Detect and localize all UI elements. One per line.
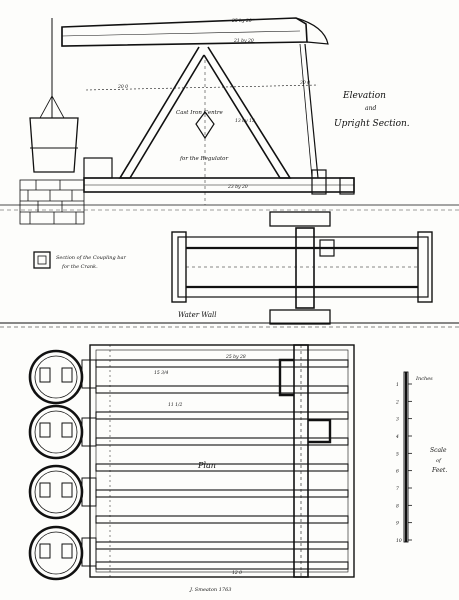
dim-beam-end: 21 by 20	[233, 38, 254, 44]
plan-cross-beams	[95, 359, 349, 570]
scale-tick-label: 6	[396, 469, 399, 475]
scale-tick-label: 2	[395, 399, 399, 405]
brick-foundation	[19, 179, 85, 225]
regulator-label: for the Regulator	[179, 156, 228, 162]
scale-inches-label: Inches	[415, 376, 433, 382]
dim-plan-top: 25 by 28	[225, 354, 246, 360]
coupling-label-1: Section of the Coupling bar	[56, 255, 126, 261]
scale-tick-label: 4	[395, 434, 399, 440]
crank-block	[295, 227, 315, 309]
scale-tick-label: 5	[396, 451, 399, 457]
coupling-bar-section	[33, 251, 51, 269]
upright-section-title: Upright Section.	[334, 119, 410, 129]
dim-strut: 13 by 13	[235, 118, 255, 124]
pump-tub	[29, 117, 79, 173]
elevation-drawing	[0, 17, 459, 225]
scale-word: Scale	[430, 447, 447, 454]
crank-section	[33, 211, 433, 325]
scale-tick-label: 1	[396, 382, 399, 388]
scale-tick-label: 9	[396, 521, 399, 527]
plan-title: Plan	[197, 461, 216, 470]
and-label: and	[365, 105, 376, 112]
dim-beam-top: 25 by 20	[231, 18, 252, 24]
water-wall-label: Water Wall	[178, 311, 217, 319]
pump-well-3	[28, 464, 84, 520]
main-beam	[61, 17, 308, 47]
plan-drawing	[89, 344, 355, 578]
scale-tick-label: 10	[396, 538, 402, 544]
scale-tick-label: 7	[396, 486, 399, 492]
dim-plan-c: 12 0	[232, 570, 242, 576]
signature: J. Smeaton 1763	[189, 587, 231, 593]
beam-arch-end	[295, 17, 329, 45]
plan-crank-lower	[308, 418, 332, 444]
valve-box	[83, 157, 113, 179]
dim-plan-b: 11 1/2	[168, 402, 183, 408]
scale-of: of	[436, 458, 442, 464]
plan-crank-upper	[278, 358, 294, 397]
pump-well-1	[28, 349, 84, 405]
pump-well-2	[28, 404, 84, 460]
plan-pump-wells	[28, 349, 84, 581]
scale-tick-label: 8	[396, 503, 399, 509]
pump-well-4	[28, 525, 84, 581]
dim-base: 23 by 20	[227, 184, 248, 190]
scale-bar	[403, 371, 409, 543]
pump-rod-right	[304, 43, 319, 179]
elevation-title: Elevation	[342, 91, 386, 101]
cast-iron-centre-label: Cast Iron Centre	[176, 110, 224, 116]
coupling-label-2: for the Crank.	[61, 264, 98, 270]
dim-plan-a: 15 3/4	[154, 370, 169, 376]
scale-tick-label: 3	[396, 417, 399, 423]
dim-mid-left: 20 0	[117, 84, 128, 90]
scale-feet: Feet.	[431, 467, 447, 474]
dim-mid-right: 30 0	[300, 80, 310, 86]
